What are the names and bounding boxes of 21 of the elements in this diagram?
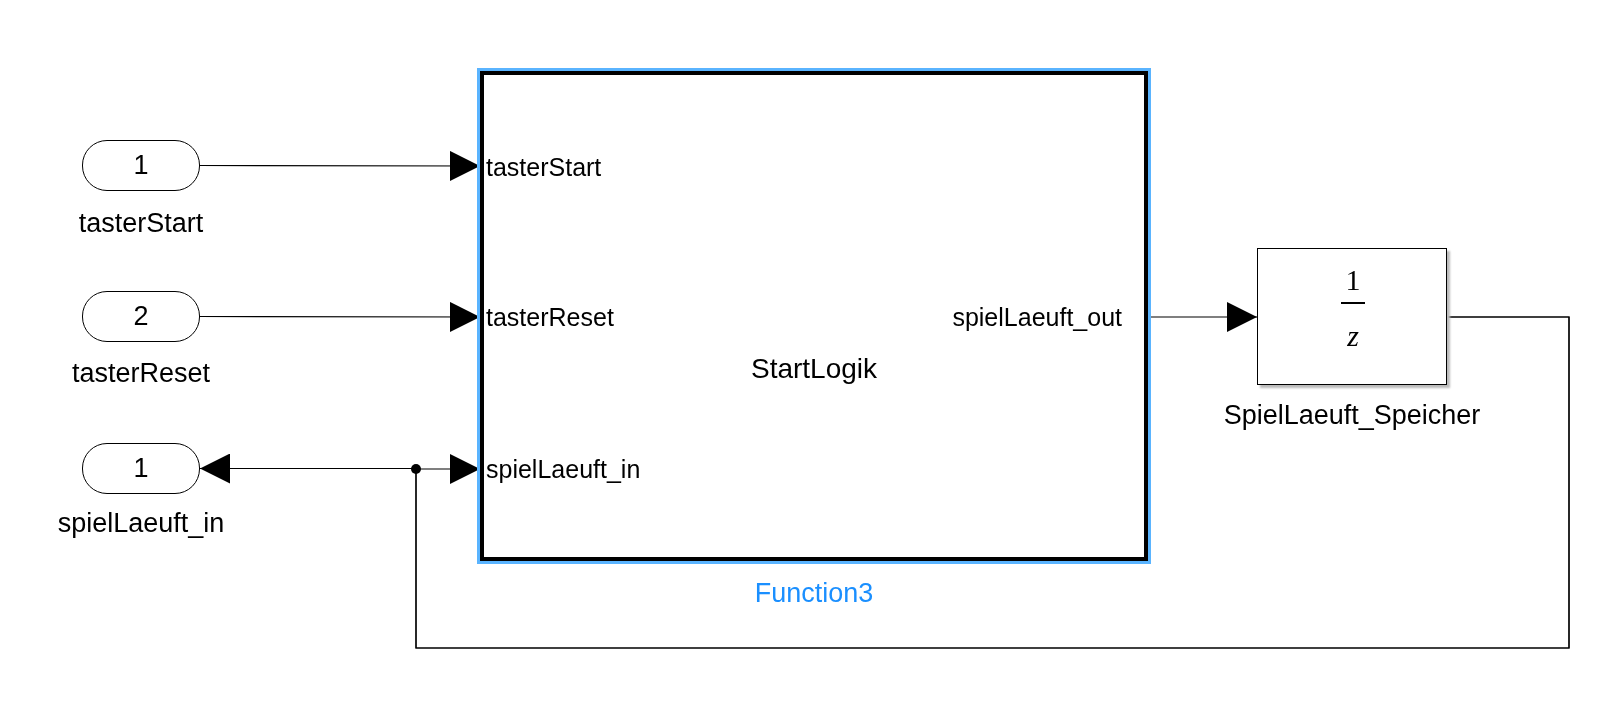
port-block [82, 140, 200, 191]
block-caption: Function3 [754, 578, 874, 609]
block-caption: spielLaeuft_in [57, 508, 225, 539]
port-number: 1 [133, 453, 149, 484]
block-caption: tasterStart [78, 208, 204, 239]
port-label: spielLaeuft_out [952, 303, 1122, 332]
port-label: tasterReset [486, 303, 614, 332]
port-number: 1 [133, 150, 149, 181]
block-caption: SpielLaeuft_Speicher [1223, 400, 1481, 431]
numerator: 1 [1345, 263, 1361, 297]
port-block [82, 291, 200, 342]
port-number: 2 [133, 301, 149, 332]
function-block [480, 71, 1148, 561]
signal-line [199, 316, 1570, 649]
delay-block [1257, 248, 1447, 385]
block-caption: tasterReset [71, 358, 211, 389]
block-name: StartLogik [750, 353, 878, 385]
port-block [82, 443, 200, 494]
port-label: spielLaeuft_in [486, 455, 641, 484]
denominator: z [1347, 319, 1359, 353]
port-label: tasterStart [486, 153, 602, 182]
